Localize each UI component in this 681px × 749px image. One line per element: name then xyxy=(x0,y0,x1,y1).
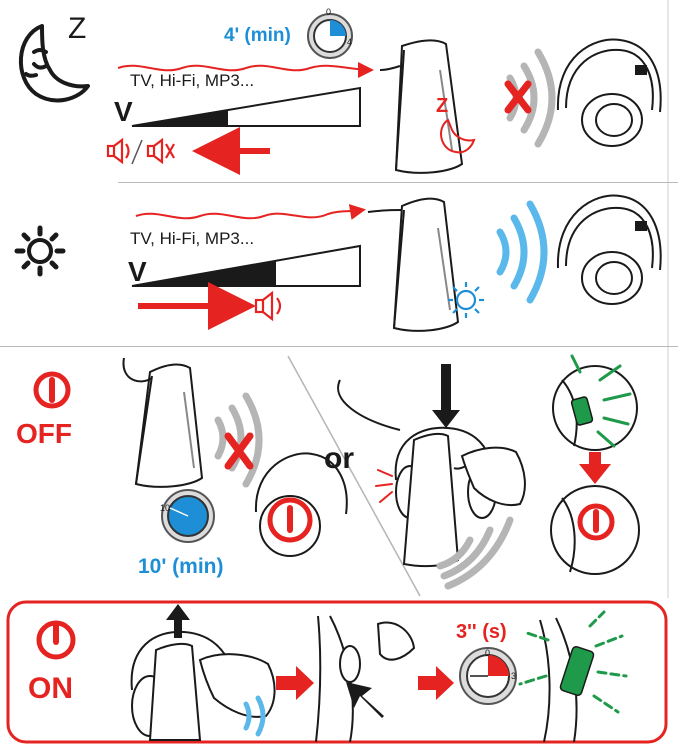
speaker-mute-icon xyxy=(146,137,175,165)
off-title: OFF xyxy=(16,418,72,449)
arrow-icon xyxy=(579,452,611,484)
moon-sleep-icon xyxy=(440,118,476,154)
hand-icon xyxy=(453,446,526,506)
signal-arcs xyxy=(214,392,263,488)
section-separator xyxy=(118,182,678,183)
off-or-label: or xyxy=(324,442,354,475)
hand-icon xyxy=(198,653,276,718)
signal-arcs xyxy=(436,516,514,590)
headphones-icon xyxy=(556,194,662,305)
timer-dial-icon xyxy=(459,647,517,705)
power-icon xyxy=(36,620,76,660)
audio-signal-wave xyxy=(117,61,374,78)
transmitter-base-icon xyxy=(122,357,204,488)
moon-letter: Z xyxy=(436,95,449,117)
section-separator xyxy=(0,346,678,347)
speaker-icon xyxy=(254,290,282,322)
timer-dial-icon xyxy=(307,13,353,59)
on-timer-label: 3'' (s) xyxy=(456,621,507,643)
headphones-icon xyxy=(556,38,662,147)
standby-volume-symbol: V xyxy=(114,96,133,127)
on-title: ON xyxy=(28,672,73,705)
arrow-icon xyxy=(166,604,190,638)
section-divider xyxy=(287,355,421,597)
arrow-icon xyxy=(346,682,384,718)
volume-wedge xyxy=(131,244,361,287)
arrow-icon xyxy=(276,666,314,700)
sleep-letter: Z xyxy=(68,12,87,45)
audio-signal-wave xyxy=(135,204,366,220)
speaker-icon xyxy=(106,137,130,165)
zoom-button-lit xyxy=(518,610,628,743)
sun-icon xyxy=(448,282,484,318)
signal-arcs xyxy=(496,200,548,304)
volume-wedge xyxy=(131,86,361,127)
power-icon xyxy=(267,497,313,543)
transmitter-base-icon xyxy=(367,197,460,332)
zoom-power-detail xyxy=(550,485,640,575)
power-icon xyxy=(33,371,71,409)
disabled-x-icon xyxy=(504,80,532,114)
standby-timer-label: 4' (min) xyxy=(224,25,291,46)
off-timer-label: 10' (min) xyxy=(138,555,224,578)
transmitter-base-icon xyxy=(379,39,464,174)
signal-arcs xyxy=(243,695,266,737)
zoom-button-press xyxy=(315,615,416,743)
timer-dial-top: 0 xyxy=(326,7,332,17)
standby-sources: TV, Hi-Fi, MP3... xyxy=(130,71,255,90)
on-timer-dial-top: 0 xyxy=(485,648,491,658)
timer-dial-side: 4 xyxy=(347,37,353,47)
active-volume-symbol: V xyxy=(128,256,147,287)
transmitter-base-icon xyxy=(148,642,202,741)
sun-icon xyxy=(14,225,66,277)
transmitter-base-icon xyxy=(337,379,460,568)
zoom-button-detail xyxy=(552,354,638,451)
on-timer-dial-side: 3 xyxy=(511,671,517,681)
active-sources: TV, Hi-Fi, MP3... xyxy=(130,229,255,248)
moon-sleep-icon xyxy=(19,24,90,103)
timer-dial-icon xyxy=(161,489,215,543)
disabled-x-icon xyxy=(224,432,254,470)
red-flash-icon xyxy=(375,469,393,503)
arrow-icon xyxy=(418,666,454,700)
arrow-icon xyxy=(432,410,460,428)
off-timer-dial-side: 10 xyxy=(160,503,171,513)
